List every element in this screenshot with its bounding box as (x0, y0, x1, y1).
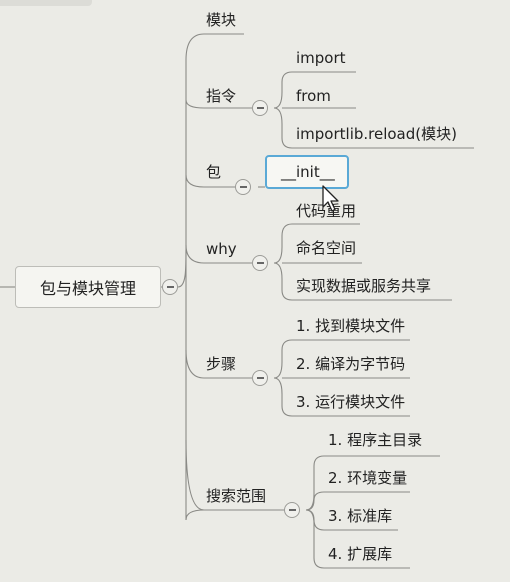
node-step-1[interactable]: 1. 找到模块文件 (296, 317, 406, 335)
branch-module[interactable]: 模块 (206, 11, 237, 29)
node-init-selected[interactable]: __init__ (265, 155, 349, 189)
node-namespace[interactable]: 命名空间 (296, 239, 357, 257)
node-scope-2[interactable]: 2. 环境变量 (328, 469, 408, 487)
root-node-label: 包与模块管理 (39, 279, 136, 298)
collapse-package-button[interactable] (235, 179, 251, 195)
node-import[interactable]: import (296, 49, 346, 67)
branch-why[interactable]: why (206, 240, 237, 258)
node-step-2[interactable]: 2. 编译为字节码 (296, 355, 406, 373)
branch-commands[interactable]: 指令 (206, 87, 237, 105)
node-code-reuse[interactable]: 代码重用 (296, 202, 357, 220)
branch-steps[interactable]: 步骤 (206, 355, 237, 373)
collapse-steps-button[interactable] (252, 370, 268, 386)
node-importlib-reload[interactable]: importlib.reload(模块) (296, 125, 457, 143)
top-left-panel-edge (0, 0, 92, 6)
collapse-search-scope-button[interactable] (284, 502, 300, 518)
node-data-service-sharing[interactable]: 实现数据或服务共享 (296, 277, 432, 295)
node-scope-4[interactable]: 4. 扩展库 (328, 545, 393, 563)
collapse-root-button[interactable] (162, 279, 178, 295)
collapse-why-button[interactable] (252, 255, 268, 271)
node-scope-1[interactable]: 1. 程序主目录 (328, 431, 423, 449)
node-init-label: __init__ (281, 163, 335, 181)
branch-package[interactable]: 包 (206, 163, 222, 181)
node-step-3[interactable]: 3. 运行模块文件 (296, 393, 406, 411)
branch-search-scope[interactable]: 搜索范围 (206, 487, 267, 505)
collapse-commands-button[interactable] (252, 100, 268, 116)
node-from[interactable]: from (296, 87, 331, 105)
mouse-pointer-icon (322, 185, 339, 212)
root-node[interactable]: 包与模块管理 (15, 266, 161, 308)
node-scope-3[interactable]: 3. 标准库 (328, 507, 393, 525)
